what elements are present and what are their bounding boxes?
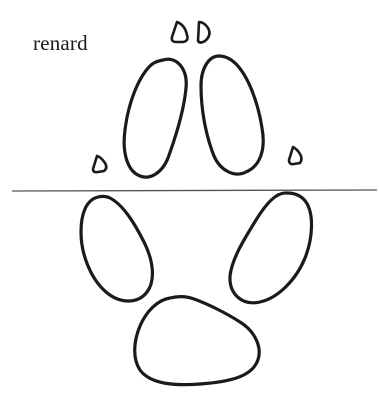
claw-mark-right xyxy=(289,147,302,164)
claw-mark-top-right xyxy=(198,22,209,43)
main-pad xyxy=(135,297,259,385)
toe-pad-lower-right xyxy=(230,193,312,303)
toe-pad-top-left xyxy=(124,59,186,177)
claw-mark-left xyxy=(93,156,106,172)
toe-pad-top-right xyxy=(201,56,263,174)
claw-mark-top-left xyxy=(172,22,188,42)
divider-line xyxy=(12,190,377,191)
toe-pad-lower-left xyxy=(81,196,152,301)
